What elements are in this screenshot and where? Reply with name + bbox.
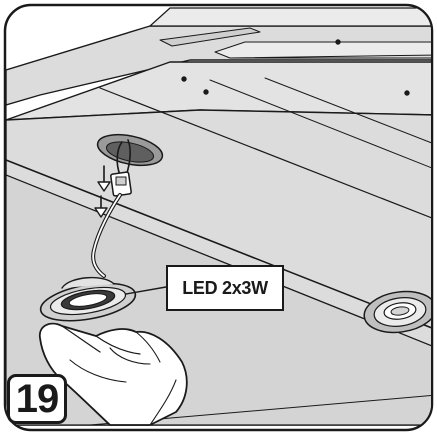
cabinet-top-structure	[6, 7, 431, 121]
step-number-badge: 19	[7, 374, 67, 424]
arrow-down-icon	[94, 165, 111, 218]
led-label-callout: LED 2x3W	[166, 265, 284, 311]
led-cable-connector	[91, 139, 132, 278]
installed-led-spotlight	[363, 290, 431, 334]
callout-leader	[125, 286, 167, 295]
led-spotlight-icon	[39, 277, 137, 322]
